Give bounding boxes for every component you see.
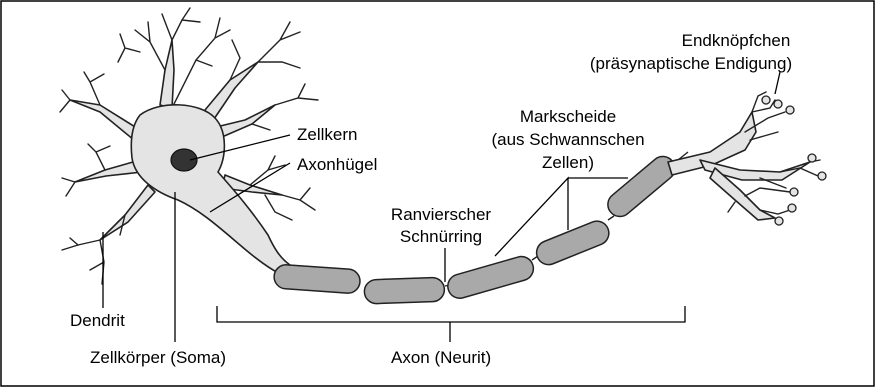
label-axonhuegel: Axonhügel [297,155,377,174]
nucleus [170,148,198,172]
axon-bracket [216,306,686,342]
label-markscheide-line3: Zellen) [542,153,594,172]
dendrite-top-trunk [159,39,175,109]
myelin-segment-2 [363,276,446,305]
terminal-branch-middle [699,159,811,181]
leader-axonhuegel [209,162,291,213]
label-zellkoerper: Zellkörper (Soma) [90,348,226,367]
axon-terminals [667,91,827,226]
label-ranvier-line1: Ranvierscher [391,205,491,224]
leader-zellkern [189,134,291,161]
label-axon: Axon (Neurit) [391,348,491,367]
labels: Zellkern Axonhügel Dendrit Zellkörper (S… [70,31,792,367]
leader-markscheide [494,176,628,257]
myelin-segment-3 [447,255,535,299]
axon [273,151,701,305]
leader-endknoepfchen [774,71,781,95]
terminal-branch-upper [667,111,757,176]
label-dendrit: Dendrit [70,311,125,330]
myelin-segment-4 [535,220,610,266]
dendrites [59,7,319,285]
label-markscheide-line1: Markscheide [520,107,616,126]
label-ranvier-line2: Schnürring [400,227,482,246]
label-markscheide-line2: (aus Schwannschen [491,130,644,149]
dendrite-left-middle [74,159,143,183]
label-zellkern: Zellkern [297,125,357,144]
leader-lines [102,71,781,342]
label-endknoepfchen-line2: (präsynaptische Endigung) [590,54,792,73]
label-endknoepfchen-line1: Endknöpfchen [682,31,791,50]
dendrite-right-upper [204,61,259,123]
dendrite-left-upper [69,99,141,146]
terminal-branch-lower [709,167,776,221]
dendrite-left-lower [99,184,156,241]
myelin-segment-1 [273,264,361,294]
